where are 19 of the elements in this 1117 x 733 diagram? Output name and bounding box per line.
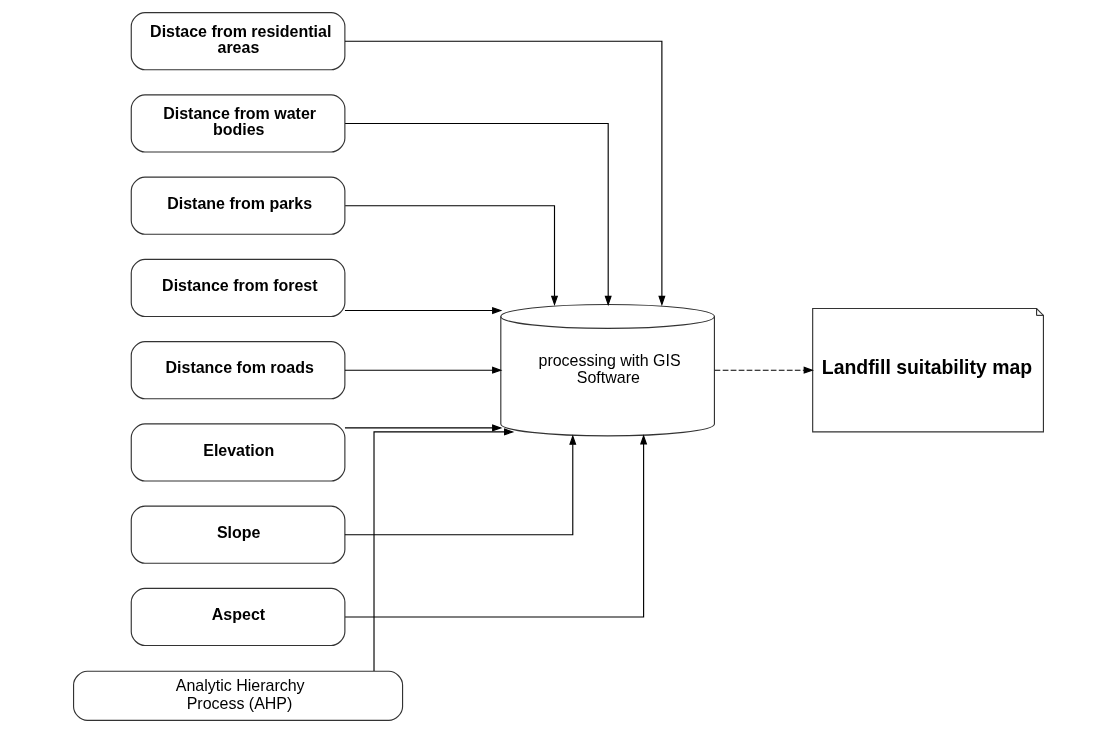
node-box: Slope bbox=[130, 505, 346, 564]
node-box: Distance fom roads bbox=[130, 341, 346, 400]
arrow bbox=[344, 424, 503, 432]
arrow bbox=[344, 434, 577, 536]
arrow bbox=[344, 122, 612, 307]
arrow bbox=[344, 366, 503, 374]
node-box: Elevation bbox=[130, 423, 346, 482]
node-box: Analytic Hierarchy Process (AHP) bbox=[73, 670, 404, 721]
node-box: Distance from forest bbox=[130, 258, 346, 318]
arrow bbox=[344, 306, 503, 315]
arrow bbox=[344, 40, 666, 307]
arrow bbox=[344, 434, 648, 618]
arrow bbox=[373, 428, 515, 672]
arrow bbox=[714, 366, 814, 374]
node-box: Distance from water bodies bbox=[130, 94, 346, 153]
arrow bbox=[344, 205, 559, 306]
node-box: Distane from parks bbox=[130, 176, 346, 235]
node-box: Aspect bbox=[130, 587, 346, 647]
node-box: Distace from residential areas bbox=[130, 12, 346, 71]
